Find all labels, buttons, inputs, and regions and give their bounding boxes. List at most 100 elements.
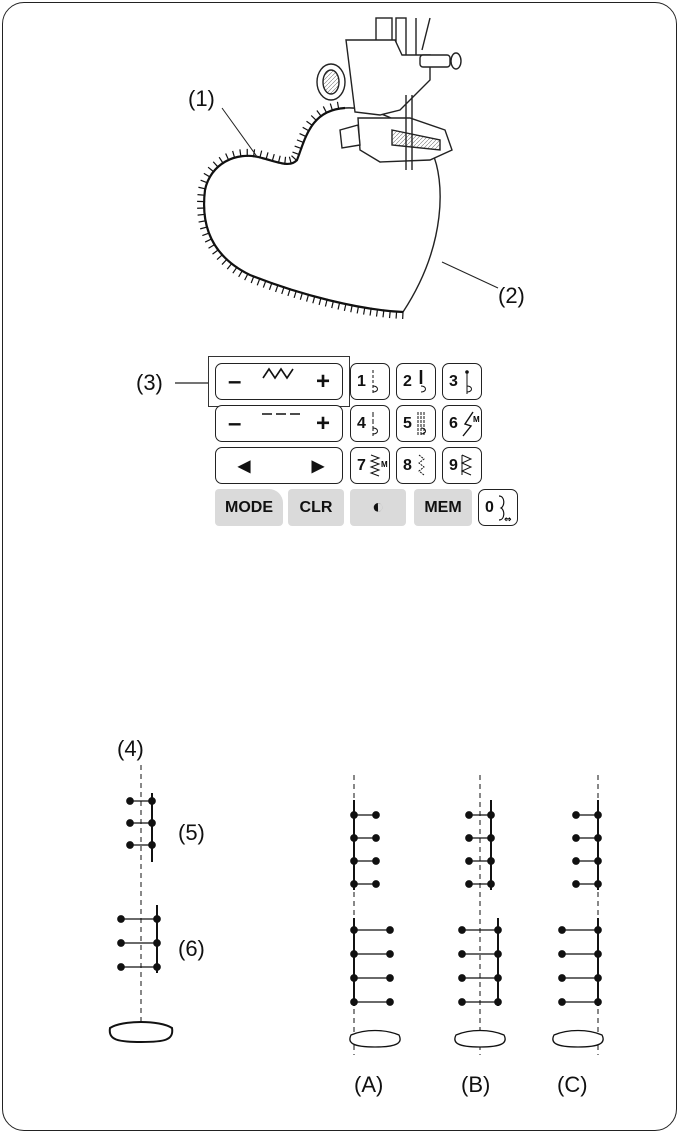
needle-drop-dot (594, 950, 602, 958)
needle-drop-dot (458, 998, 466, 1006)
needle-drop-dot (372, 880, 380, 888)
callout-6: (6) (178, 936, 205, 961)
left-arrow-icon[interactable]: ◀ (238, 457, 251, 475)
needle-drop-dot (458, 950, 466, 958)
needle-drop-dot (487, 880, 495, 888)
presser-foot-outline (454, 1029, 506, 1048)
needle-drop-dot (487, 857, 495, 865)
needle-drop-dot (153, 963, 161, 971)
needle-drop-dot (465, 834, 473, 842)
needle-drop-dot (594, 811, 602, 819)
needle-drop-dot (558, 998, 566, 1006)
needle-drop-dot (386, 950, 394, 958)
needle-drop-dot (117, 915, 125, 923)
satin-stitch-edge (197, 101, 404, 320)
clr-key[interactable]: CLR (288, 489, 344, 526)
needle-drop-dot (594, 834, 602, 842)
svg-text:M: M (473, 415, 480, 424)
straight-stitch-left-icon (372, 370, 378, 394)
needle-drop-dot (126, 819, 134, 827)
needle-drop-dot (465, 880, 473, 888)
presser-foot-outline (108, 1021, 174, 1044)
pattern-key-8[interactable]: 8 (396, 447, 436, 484)
zigzag-m-icon: M (369, 454, 388, 477)
stitch-diagram-main (108, 765, 174, 1044)
right-arrow-icon[interactable]: ▶ (311, 457, 324, 475)
variant-c-label: (C) (557, 1072, 588, 1097)
needle-drop-dot (458, 974, 466, 982)
needle-drop-dot (494, 998, 502, 1006)
callout-4: (4) (117, 736, 144, 761)
needle-drop-dot (350, 811, 358, 819)
stitch-edge-line (203, 106, 404, 314)
mode-key[interactable]: MODE (215, 489, 283, 526)
needle-drop-dot (386, 926, 394, 934)
needle-drop-dot (148, 841, 156, 849)
pattern-key-2[interactable]: 2 (396, 363, 436, 400)
multi-zigzag-icon (418, 454, 425, 476)
triple-stitch-icon (417, 412, 426, 436)
arrow-keys[interactable]: ◀ ▶ (215, 447, 343, 484)
needle-drop-dot (350, 950, 358, 958)
needle-drop-dot (572, 811, 580, 819)
zigzag-icon (262, 367, 294, 380)
needle-drop-dot (487, 811, 495, 819)
needle-drop-dot (594, 998, 602, 1006)
leader-1 (221, 107, 259, 159)
needle-drop-dot (117, 939, 125, 947)
needle-drop-dot (350, 974, 358, 982)
straight-stitch-center-icon (419, 370, 426, 393)
callout-5: (5) (178, 820, 205, 845)
callout-3: (3) (136, 370, 163, 395)
pattern-key-0[interactable]: 0⇔ (478, 489, 518, 526)
needle-drop-dot (350, 998, 358, 1006)
needle-drop-dot (117, 963, 125, 971)
needle-drop-dot (558, 950, 566, 958)
plus-label: + (315, 409, 330, 437)
needle-drop-dot (465, 857, 473, 865)
minus-label: – (228, 409, 242, 437)
needle-drop-dot (494, 974, 502, 982)
stitch-width-key[interactable]: – + (215, 363, 343, 400)
needle-drop-dot (458, 926, 466, 934)
callout-1: (1) (188, 86, 215, 111)
stitch-length-key[interactable]: – + (215, 405, 343, 442)
needle-drop-dot (350, 926, 358, 934)
dashed-line-icon (262, 413, 300, 415)
svg-text:M: M (381, 460, 388, 469)
needle-drop-dot (350, 857, 358, 865)
needle-drop-dot (594, 880, 602, 888)
plus-label: + (315, 367, 330, 395)
needle-drop-dot (372, 834, 380, 842)
pattern-key-4[interactable]: 4 (350, 405, 390, 442)
mirror-icon: ◐ (371, 496, 385, 518)
needle-drop-dot (465, 811, 473, 819)
stitch-diagram-variants (349, 775, 604, 1055)
pattern-key-3[interactable]: 3 (442, 363, 482, 400)
mem-key[interactable]: MEM (414, 489, 472, 526)
needle-drop-dot (153, 915, 161, 923)
needle-drop-dot (494, 926, 502, 934)
needle-drop-dot (148, 819, 156, 827)
pattern-key-9[interactable]: 9 (442, 447, 482, 484)
needle-drop-dot (594, 857, 602, 865)
needle-drop-dot (126, 797, 134, 805)
needle-drop-dot (494, 950, 502, 958)
pattern-key-1[interactable]: 1 (350, 363, 390, 400)
needle-drop-dot (350, 880, 358, 888)
mirror-key[interactable]: ◐ (350, 489, 406, 526)
overcast-stitch-icon (460, 454, 473, 476)
pattern-key-5[interactable]: 5 (396, 405, 436, 442)
needle-drop-dot (372, 857, 380, 865)
needle-drop-dot (153, 939, 161, 947)
needle-drop-dot (148, 797, 156, 805)
needle-drop-dot (572, 857, 580, 865)
needle-drop-dot (386, 974, 394, 982)
needle-drop-dot (372, 811, 380, 819)
needle-drop-dot (594, 974, 602, 982)
needle-drop-dot (572, 834, 580, 842)
